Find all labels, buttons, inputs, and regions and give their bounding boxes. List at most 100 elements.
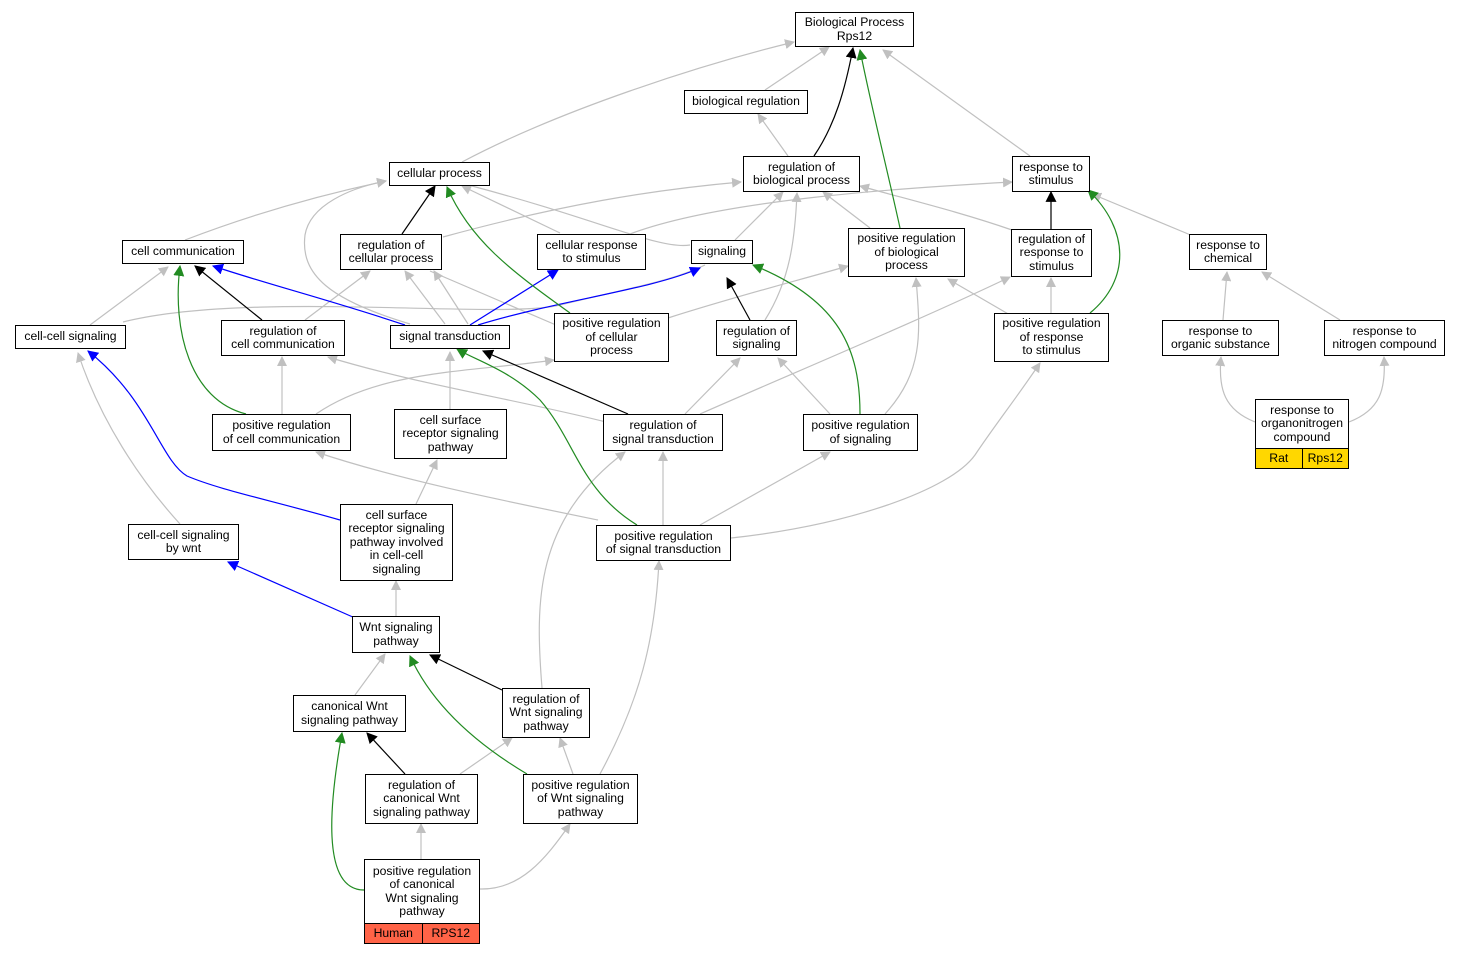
go-term-label-line: of cellular — [585, 329, 638, 344]
go-term-label-line: response to — [1196, 237, 1260, 252]
edge-regcell-to-cellproc-black — [401, 185, 436, 235]
go-term-label-line: response to — [1270, 402, 1334, 417]
go-term-label-line: cellular process — [397, 166, 482, 181]
go-term-label: cellular process — [397, 166, 482, 181]
go-term-label-line: pathway involved — [349, 534, 444, 549]
go-term-label-line: of cell communication — [222, 431, 341, 446]
go-term-label-line: regulation of — [357, 237, 425, 252]
edge-possigtrans-to-possig — [699, 451, 831, 526]
go-term-label: cell-cell signaling — [24, 329, 116, 343]
edge-poscanon-to-poswnt — [479, 823, 571, 890]
go-term-signal-transduction[interactable]: signal transduction — [390, 325, 510, 349]
edge-regsig-to-regbio — [764, 192, 802, 321]
edge-csrcc-to-cellcell-blue — [87, 350, 341, 521]
go-term-label-line: stimulus — [1029, 258, 1074, 273]
edge-csrcc-to-csr — [415, 459, 438, 505]
go-term-cell-communication[interactable]: cell communication — [122, 240, 244, 264]
go-term-biological-regulation[interactable]: biological regulation — [684, 90, 808, 114]
go-term-label-line: cell communication — [131, 244, 235, 259]
edge-possig-to-signaling-green — [751, 263, 861, 415]
go-term-label: signaling — [698, 244, 746, 258]
edge-wnt-to-wntcc-blue — [226, 560, 356, 619]
go-term-cell-cell-signaling[interactable]: cell-cell signaling — [15, 325, 126, 349]
go-term-label: biological regulation — [692, 94, 800, 108]
go-term-label-line: to stimulus — [562, 251, 621, 265]
edge-regbio-to-bioreg — [757, 113, 789, 157]
go-term-label-line: regulation of — [512, 691, 580, 706]
go-term-label-line: in cell-cell — [369, 548, 424, 563]
go-term-label-line: of response — [1019, 329, 1084, 344]
go-term-label-line: compound — [1273, 429, 1331, 444]
go-term-label-line: positive regulation — [232, 418, 331, 433]
edge-regsigtrans-to-sigtrans-black — [481, 349, 629, 415]
edge-organic-to-chem — [1221, 271, 1232, 321]
edge-posrcomm-to-cellcomm-green — [173, 264, 247, 415]
edge-posbio-to-regbio — [822, 191, 871, 229]
go-term-label-line: biological process — [753, 173, 850, 187]
go-term-label-line: signaling — [372, 561, 421, 576]
edge-sigtrans-to-signaling-blue — [477, 266, 702, 326]
go-term-label-line: process — [885, 258, 928, 273]
edge-posrcomm-to-poscell — [315, 356, 555, 415]
go-term-label-line: signal transduction — [399, 329, 501, 344]
edge-bioreg-to-bp — [764, 46, 830, 91]
go-term-label-line: organonitrogen — [1261, 416, 1343, 431]
gene-symbol-tag: RPS12 — [421, 924, 479, 943]
go-term-label-line: canonical Wnt — [383, 791, 460, 806]
go-term-label-line: Rps12 — [836, 28, 873, 43]
go-term-signaling[interactable]: signaling — [691, 240, 753, 264]
edge-wntcc-to-cellcell — [76, 352, 181, 525]
edge-poscell-to-cellproc-green — [445, 185, 571, 314]
go-term-label-line: regulation of — [722, 323, 791, 338]
go-term-label-line: of Wnt signaling — [537, 791, 624, 806]
edge-regsig-to-signaling-black — [726, 277, 751, 321]
go-term-label-line: pathway — [557, 804, 604, 819]
go-term-label-line: signaling pathway — [301, 712, 398, 727]
go-term-cellular-process[interactable]: cellular process — [389, 162, 490, 186]
edge-cellresp-to-resp — [629, 177, 1013, 235]
edge-orgn-to-organic — [1215, 356, 1256, 423]
